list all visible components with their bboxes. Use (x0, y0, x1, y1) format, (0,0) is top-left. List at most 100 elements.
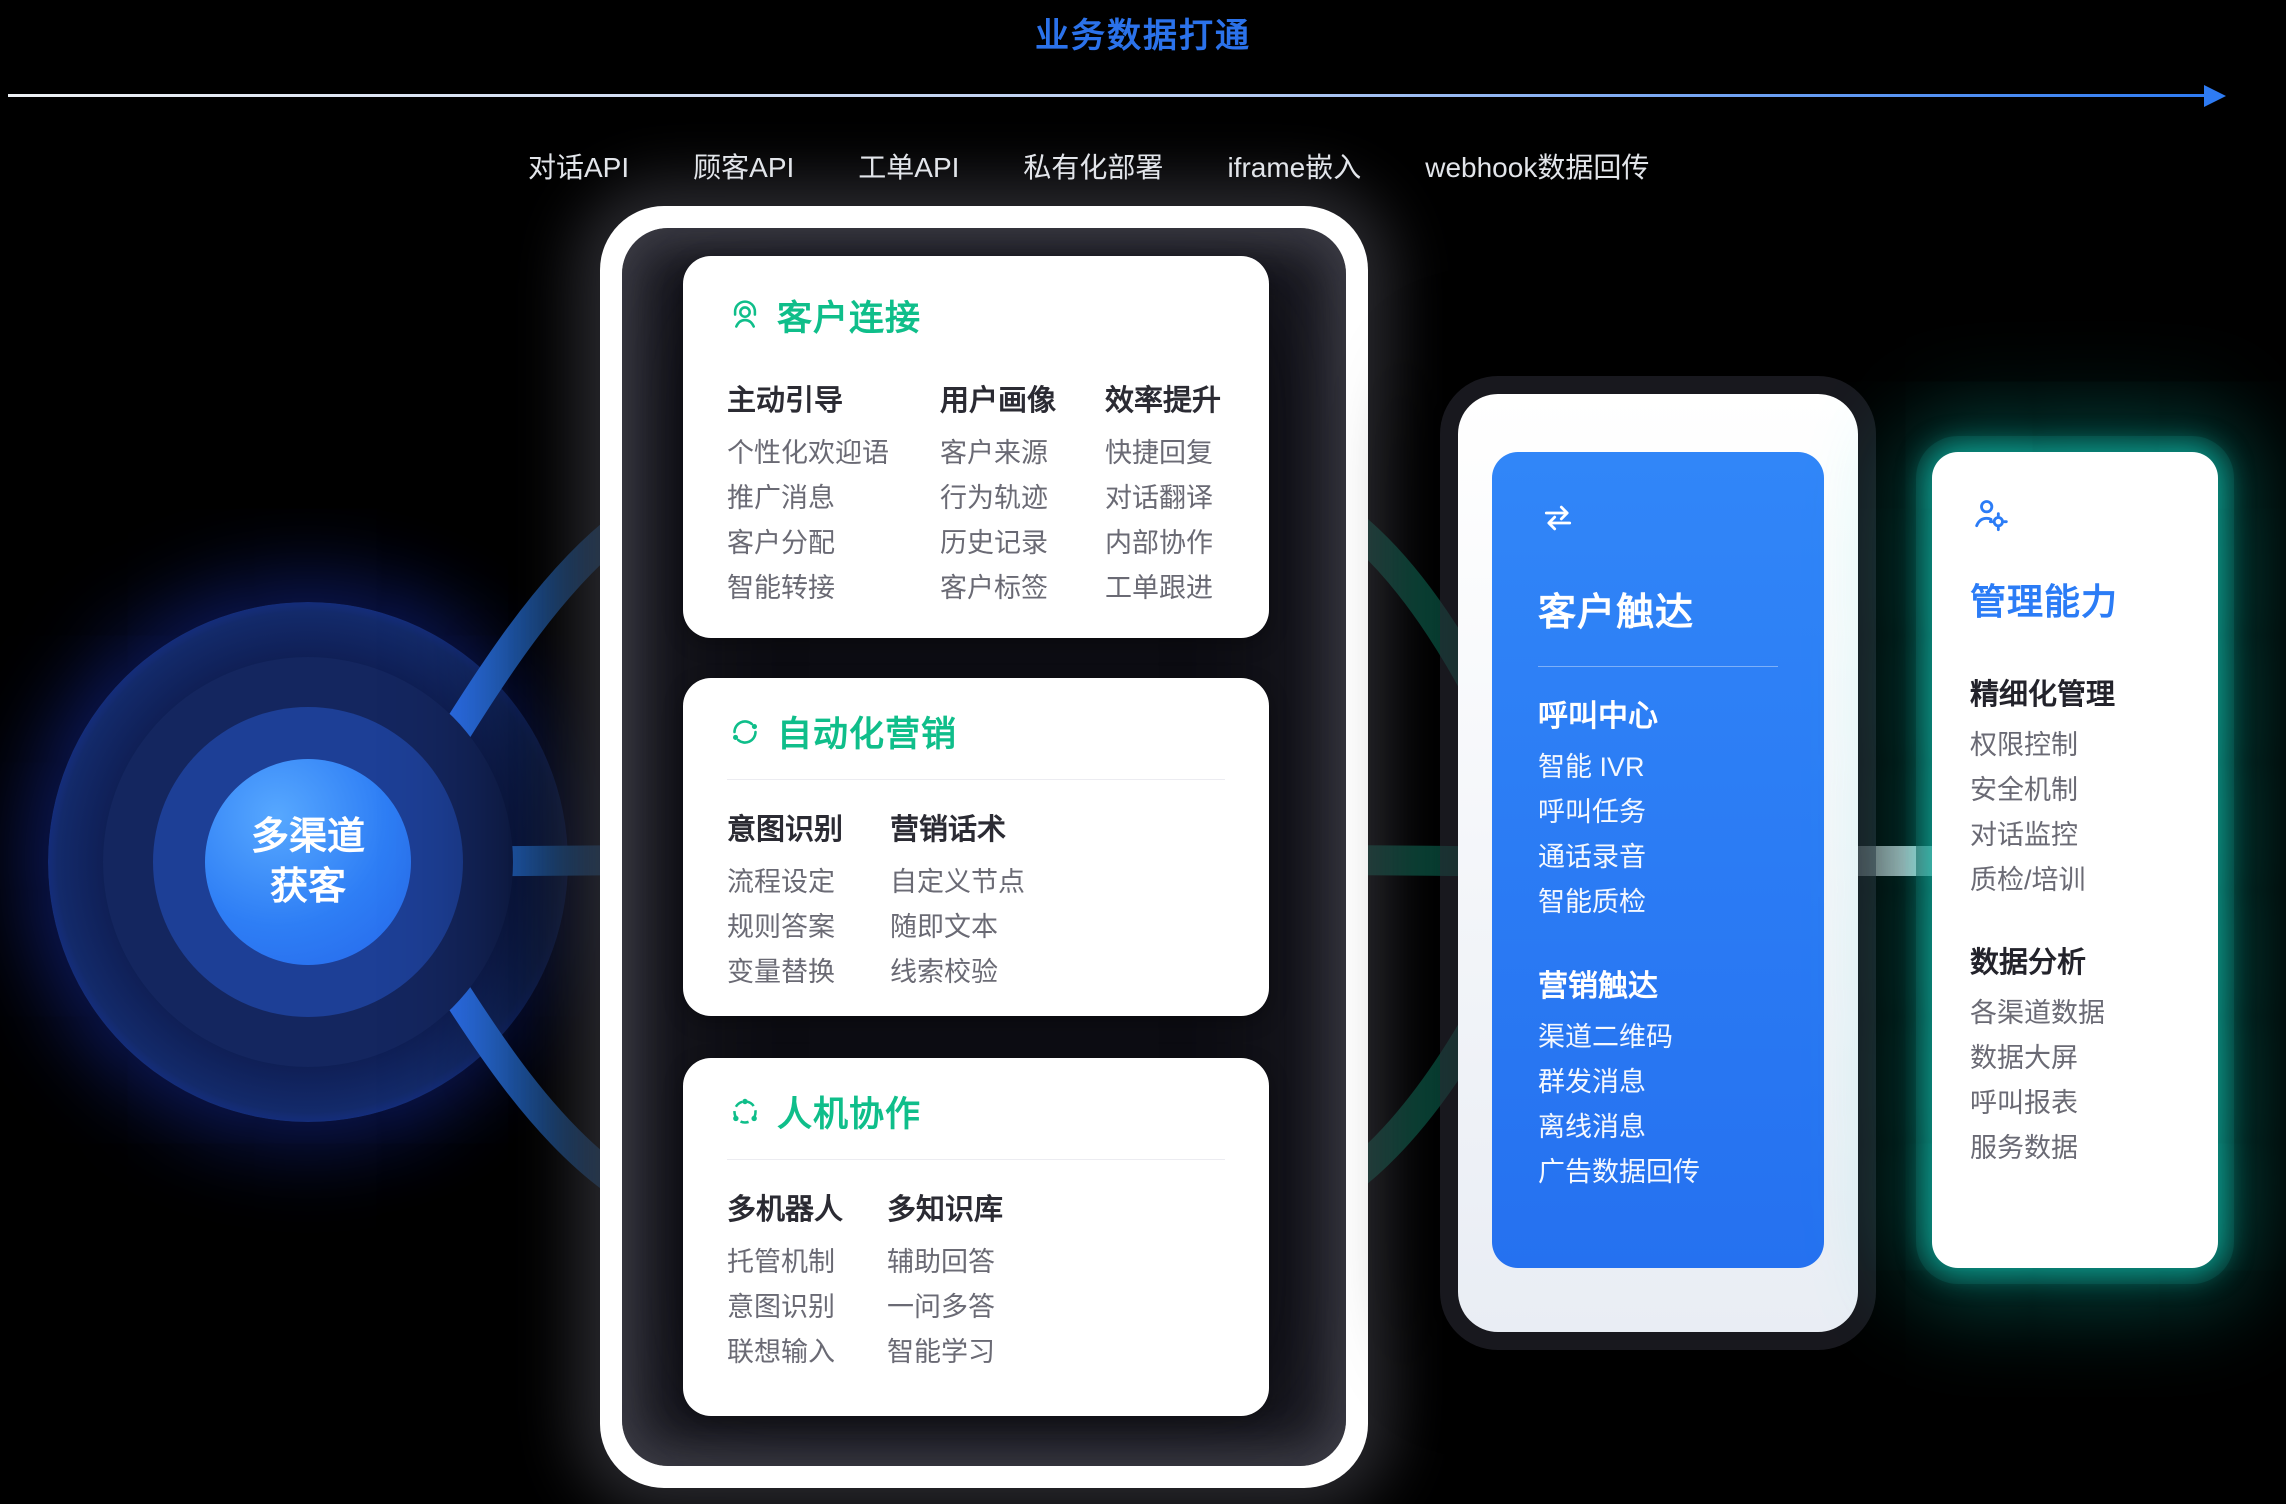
column-header: 意图识别 (727, 814, 844, 846)
section-marketing-reach: 营销触达 渠道二维码 群发消息 离线消息 广告数据回传 (1538, 961, 1778, 1195)
feature-item: 线索校验 (890, 957, 998, 987)
network-nodes-icon (727, 1094, 763, 1130)
api-label-ticket: 工单API (858, 152, 960, 183)
card-human-machine-collab: 人机协作 多机器人 托管机制 意图识别 联想输入 多知识库 辅助回答 一问多答 … (683, 1058, 1269, 1416)
feature-item: 一问多答 (887, 1292, 995, 1322)
column-scripts: 营销话术 自定义节点 随即文本 线索校验 (890, 806, 1025, 995)
feature-item: 权限控制 (1970, 730, 2078, 760)
feature-item: 各渠道数据 (1970, 998, 2105, 1028)
section-fine-management: 精细化管理 权限控制 安全机制 对话监控 质检/培训 (1970, 671, 2180, 903)
api-label-iframe: iframe嵌入 (1227, 152, 1362, 183)
card-columns: 多机器人 托管机制 意图识别 联想输入 多知识库 辅助回答 一问多答 智能学习 (727, 1186, 1225, 1375)
card-title: 客户连接 (777, 299, 922, 338)
card-title: 自动化营销 (777, 715, 958, 754)
page-title: 业务数据打通 (1035, 17, 1251, 55)
feature-item: 历史记录 (940, 528, 1048, 558)
divider (727, 1159, 1225, 1160)
feature-item: 呼叫任务 (1538, 797, 1646, 827)
section-data-analysis: 数据分析 各渠道数据 数据大屏 呼叫报表 服务数据 (1970, 939, 2180, 1171)
feature-item: 随即文本 (890, 912, 998, 942)
api-label-webhook: webhook数据回传 (1425, 152, 1650, 183)
card-title-row: 人机协作 (727, 1086, 1225, 1137)
api-label-dialog: 对话API (528, 152, 630, 183)
feature-item: 变量替换 (727, 957, 835, 987)
feature-item: 群发消息 (1538, 1067, 1646, 1097)
source-circle-label-line1: 多渠道 (250, 815, 365, 858)
section-header: 精细化管理 (1970, 679, 2116, 711)
column-header: 营销话术 (890, 814, 1007, 846)
feature-item: 自定义节点 (890, 867, 1025, 897)
column-knowledge: 多知识库 辅助回答 一问多答 智能学习 (887, 1186, 1003, 1375)
user-gear-icon (1970, 494, 2010, 534)
column-header: 用户画像 (940, 385, 1057, 417)
column-header: 多知识库 (887, 1194, 1004, 1226)
feature-item: 内部协作 (1105, 528, 1213, 558)
reach-to-manage-connector (1840, 846, 1950, 876)
sync-loop-icon (727, 714, 763, 750)
feature-item: 广告数据回传 (1538, 1157, 1700, 1187)
card-title: 人机协作 (777, 1095, 922, 1134)
feature-item: 智能质检 (1538, 887, 1646, 917)
column-profile: 用户画像 客户来源 行为轨迹 历史记录 客户标签 (940, 377, 1105, 611)
feature-item: 智能学习 (887, 1337, 995, 1367)
feature-item: 客户分配 (727, 528, 835, 558)
feature-item: 行为轨迹 (940, 483, 1048, 513)
feature-item: 质检/培训 (1970, 865, 2086, 895)
card-title: 管理能力 (1970, 581, 2119, 622)
section-header: 数据分析 (1970, 947, 2087, 979)
card-customer-connect: 客户连接 主动引导 个性化欢迎语 推广消息 客户分配 智能转接 用户画像 客户来… (683, 256, 1269, 638)
flow-arrow-head-icon (2204, 85, 2226, 107)
feature-item: 离线消息 (1538, 1112, 1646, 1142)
card-title-row: 自动化营销 (727, 706, 1225, 757)
column-intent: 意图识别 流程设定 规则答案 变量替换 (727, 806, 890, 995)
card-columns: 意图识别 流程设定 规则答案 变量替换 营销话术 自定义节点 随即文本 线索校验 (727, 806, 1225, 995)
flow-arrow-line (8, 94, 2206, 97)
column-guide: 主动引导 个性化欢迎语 推广消息 客户分配 智能转接 (727, 377, 940, 611)
section-call-center: 呼叫中心 智能 IVR 呼叫任务 通话录音 智能质检 (1538, 691, 1778, 925)
feature-item: 工单跟进 (1105, 573, 1213, 603)
feature-item: 数据大屏 (1970, 1043, 2078, 1073)
feature-item: 个性化欢迎语 (727, 438, 889, 468)
feature-item: 智能转接 (727, 573, 835, 603)
card-columns: 主动引导 个性化欢迎语 推广消息 客户分配 智能转接 用户画像 客户来源 行为轨… (727, 377, 1225, 611)
feature-item: 辅助回答 (887, 1247, 995, 1277)
column-bots: 多机器人 托管机制 意图识别 联想输入 (727, 1186, 887, 1375)
feature-item: 快捷回复 (1105, 438, 1213, 468)
column-header: 多机器人 (727, 1194, 844, 1226)
feature-item: 客户来源 (940, 438, 1048, 468)
source-circle-label-line2: 获客 (269, 866, 346, 908)
column-header: 主动引导 (727, 385, 844, 417)
feature-item: 联想输入 (727, 1337, 835, 1367)
feature-item: 流程设定 (727, 867, 835, 897)
feature-item: 托管机制 (727, 1247, 835, 1277)
column-efficiency: 效率提升 快捷回复 对话翻译 内部协作 工单跟进 (1105, 377, 1221, 611)
feature-item: 推广消息 (727, 483, 835, 513)
feature-item: 安全机制 (1970, 775, 2078, 805)
transfer-arrows-icon (1538, 498, 1578, 538)
card-title: 客户触达 (1538, 592, 1695, 634)
card-customer-reach: 客户触达 呼叫中心 智能 IVR 呼叫任务 通话录音 智能质检 营销触达 渠道二… (1492, 452, 1824, 1268)
feature-item: 对话翻译 (1105, 483, 1213, 513)
card-title-row: 客户连接 (727, 290, 1225, 341)
card-management-capability: 管理能力 精细化管理 权限控制 安全机制 对话监控 质检/培训 数据分析 各渠道… (1932, 452, 2218, 1268)
customer-service-icon (727, 298, 763, 334)
feature-item: 渠道二维码 (1538, 1022, 1673, 1052)
feature-item: 智能 IVR (1538, 752, 1645, 782)
feature-item: 客户标签 (940, 573, 1048, 603)
api-label-customer: 顾客API (693, 152, 795, 183)
section-header: 呼叫中心 (1538, 700, 1658, 733)
feature-item: 意图识别 (727, 1292, 835, 1322)
feature-item: 呼叫报表 (1970, 1088, 2078, 1118)
card-automated-marketing: 自动化营销 意图识别 流程设定 规则答案 变量替换 营销话术 自定义节点 随即文… (683, 678, 1269, 1016)
feature-item: 对话监控 (1970, 820, 2078, 850)
source-circle: 多渠道 获客 (205, 759, 411, 965)
feature-item: 规则答案 (727, 912, 835, 942)
api-label-private-deploy: 私有化部署 (1023, 152, 1164, 183)
feature-item: 通话录音 (1538, 842, 1646, 872)
divider (1538, 666, 1778, 667)
feature-item: 服务数据 (1970, 1133, 2078, 1163)
section-header: 营销触达 (1538, 970, 1658, 1003)
divider (727, 779, 1225, 780)
column-header: 效率提升 (1105, 385, 1222, 417)
